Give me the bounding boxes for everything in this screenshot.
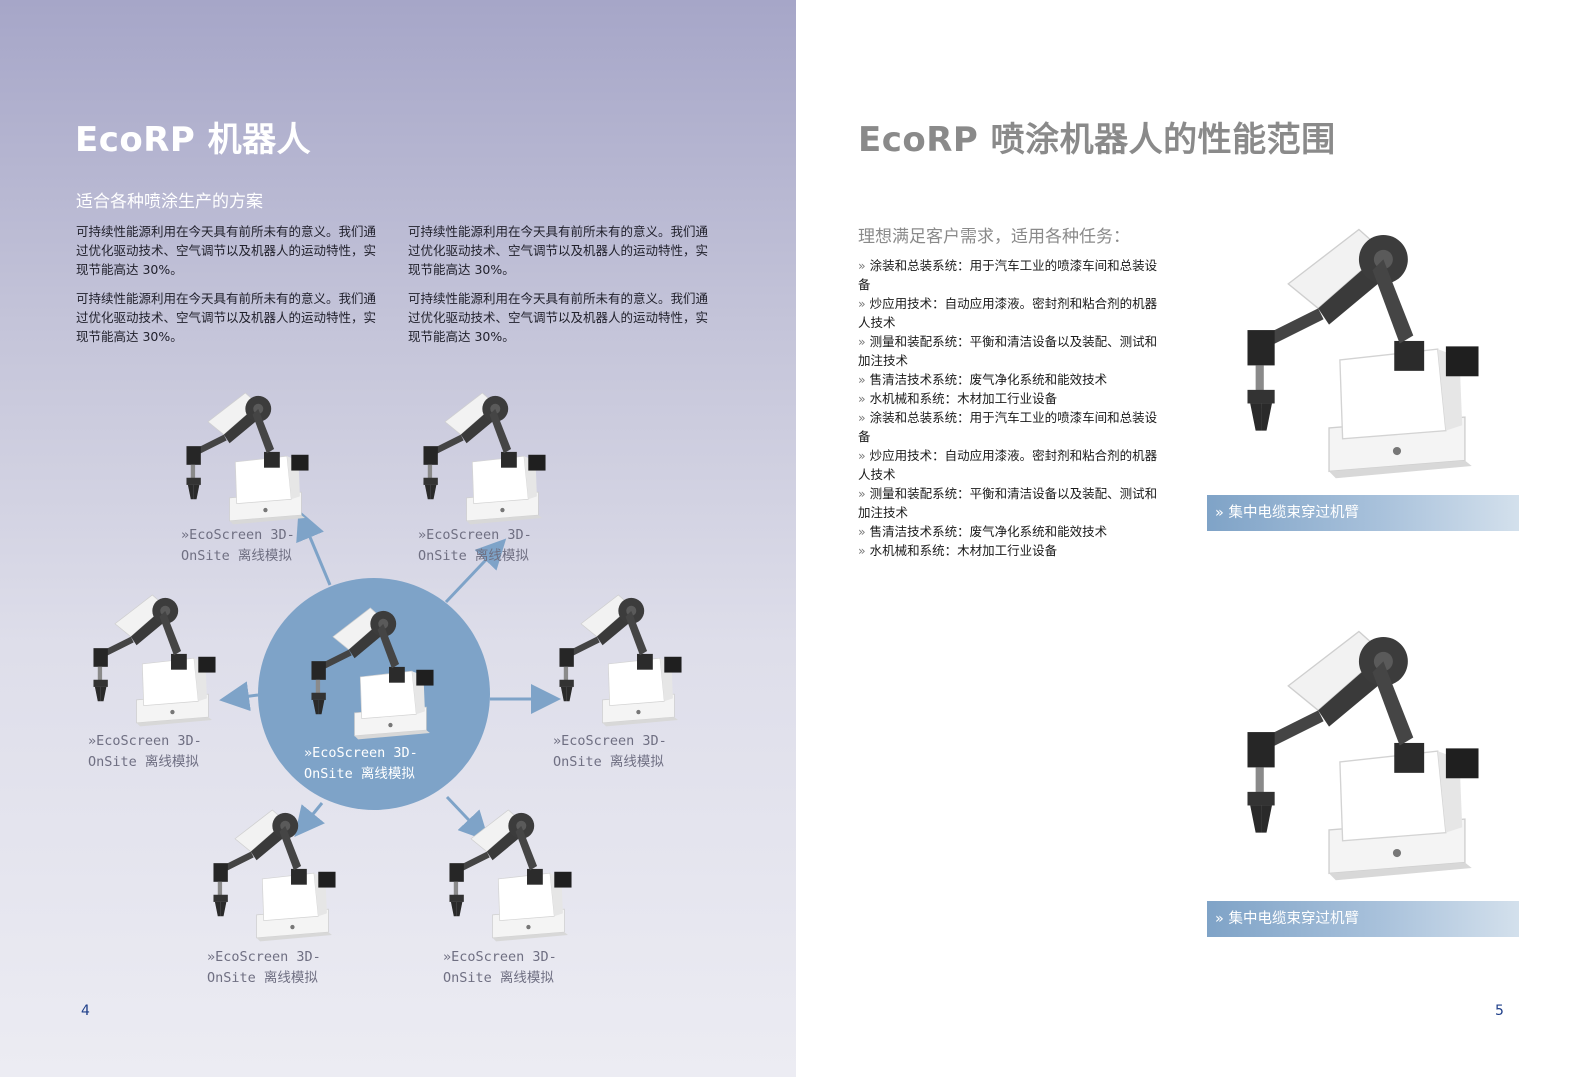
page-number-right: 5: [1495, 1003, 1504, 1019]
robot-image-top-right: [423, 392, 546, 525]
arrow-up-left: [296, 509, 332, 586]
caption-top-right: »EcoScreen 3D-OnSite 离线模拟: [418, 527, 532, 564]
left-page-title: EcoRP 机器人: [75, 120, 312, 160]
photo-caption-1: » 集中电缆束穿过机臂: [1207, 495, 1519, 531]
list-item: »测量和装配系统：平衡和清洁设备以及装配、测试和加注技术: [858, 334, 1158, 368]
caption-center: »EcoScreen 3D-OnSite 离线模拟: [304, 745, 418, 782]
chevron-icon: »: [858, 486, 866, 501]
robot-image-mid-right: [559, 594, 682, 727]
list-item: »涂装和总装系统：用于汽车工业的喷漆车间和总装设备: [858, 258, 1158, 292]
arrow-up-right: [444, 538, 507, 604]
photo-caption-2: » 集中电缆束穿过机臂: [1207, 901, 1519, 937]
robot-image-mid-left: [93, 594, 216, 727]
list-item: »水机械和系统：木材加工行业设备: [858, 543, 1058, 558]
chevron-icon: »: [858, 372, 866, 387]
arrow-down-right: [445, 795, 490, 842]
right-page-title: EcoRP 喷涂机器人的性能范围: [858, 120, 1336, 160]
task-list: »涂装和总装系统：用于汽车工业的喷漆车间和总装设备 »炒应用技术：自动应用漆液。…: [858, 256, 1163, 560]
robot-image-center: [311, 607, 434, 740]
arrow-down-left: [294, 802, 325, 837]
left-page-subtitle: 适合各种喷涂生产的方案: [76, 192, 263, 212]
diagram-arrows: [219, 509, 561, 842]
paragraph-right-1: 可持续性能源利用在今天具有前所未有的意义。我们通过优化驱动技术、空气调节以及机器…: [408, 224, 709, 277]
paragraph-right-2: 可持续性能源利用在今天具有前所未有的意义。我们通过优化驱动技术、空气调节以及机器…: [408, 291, 709, 344]
right-page-subtitle: 理想满足客户需求，适用各种任务：: [858, 227, 1130, 247]
list-item: »炒应用技术：自动应用漆液。密封剂和粘合剂的机器人技术: [858, 296, 1158, 330]
robot-image-bottom-left: [213, 809, 336, 942]
caption-mid-right: »EcoScreen 3D-OnSite 离线模拟: [553, 733, 667, 770]
chevron-icon: »: [858, 258, 866, 273]
caption-bottom-left: »EcoScreen 3D-OnSite 离线模拟: [207, 949, 321, 986]
paragraph-left-2: 可持续性能源利用在今天具有前所未有的意义。我们通过优化驱动技术、空气调节以及机器…: [76, 291, 377, 344]
caption-bottom-right: »EcoScreen 3D-OnSite 离线模拟: [443, 949, 557, 986]
list-item: »水机械和系统：木材加工行业设备: [858, 391, 1058, 406]
arrow-left: [219, 681, 259, 712]
chevron-icon: »: [858, 334, 866, 349]
caption-mid-left: »EcoScreen 3D-OnSite 离线模拟: [88, 733, 202, 770]
robot-image-bottom-right: [449, 809, 572, 942]
caption-top-left: »EcoScreen 3D-OnSite 离线模拟: [181, 527, 295, 564]
list-item: »测量和装配系统：平衡和清洁设备以及装配、测试和加注技术: [858, 486, 1158, 520]
chevron-icon: »: [858, 524, 866, 539]
chevron-icon: »: [858, 543, 866, 558]
paragraph-left-1: 可持续性能源利用在今天具有前所未有的意义。我们通过优化驱动技术、空气调节以及机器…: [76, 224, 377, 277]
left-page: EcoRP 机器人 适合各种喷涂生产的方案 可持续性能源利用在今天具有前所未有的…: [0, 0, 796, 1077]
list-item: »售清洁技术系统：废气净化系统和能效技术: [858, 372, 1108, 387]
robot-image-top-left: [186, 392, 309, 525]
list-item: »售清洁技术系统：废气净化系统和能效技术: [858, 524, 1108, 539]
robot-photo-1: [1246, 228, 1480, 479]
chevron-icon: »: [858, 296, 866, 311]
list-item: »涂装和总装系统：用于汽车工业的喷漆车间和总装设备: [858, 410, 1158, 444]
chevron-icon: »: [858, 410, 866, 425]
page-number-left: 4: [81, 1003, 90, 1019]
chevron-icon: »: [858, 391, 866, 406]
chevron-icon: »: [858, 448, 866, 463]
list-item: »炒应用技术：自动应用漆液。密封剂和粘合剂的机器人技术: [858, 448, 1158, 482]
robot-photo-2: [1246, 630, 1480, 881]
right-page: EcoRP 喷涂机器人的性能范围 理想满足客户需求，适用各种任务： »涂装和总装…: [796, 0, 1588, 1077]
